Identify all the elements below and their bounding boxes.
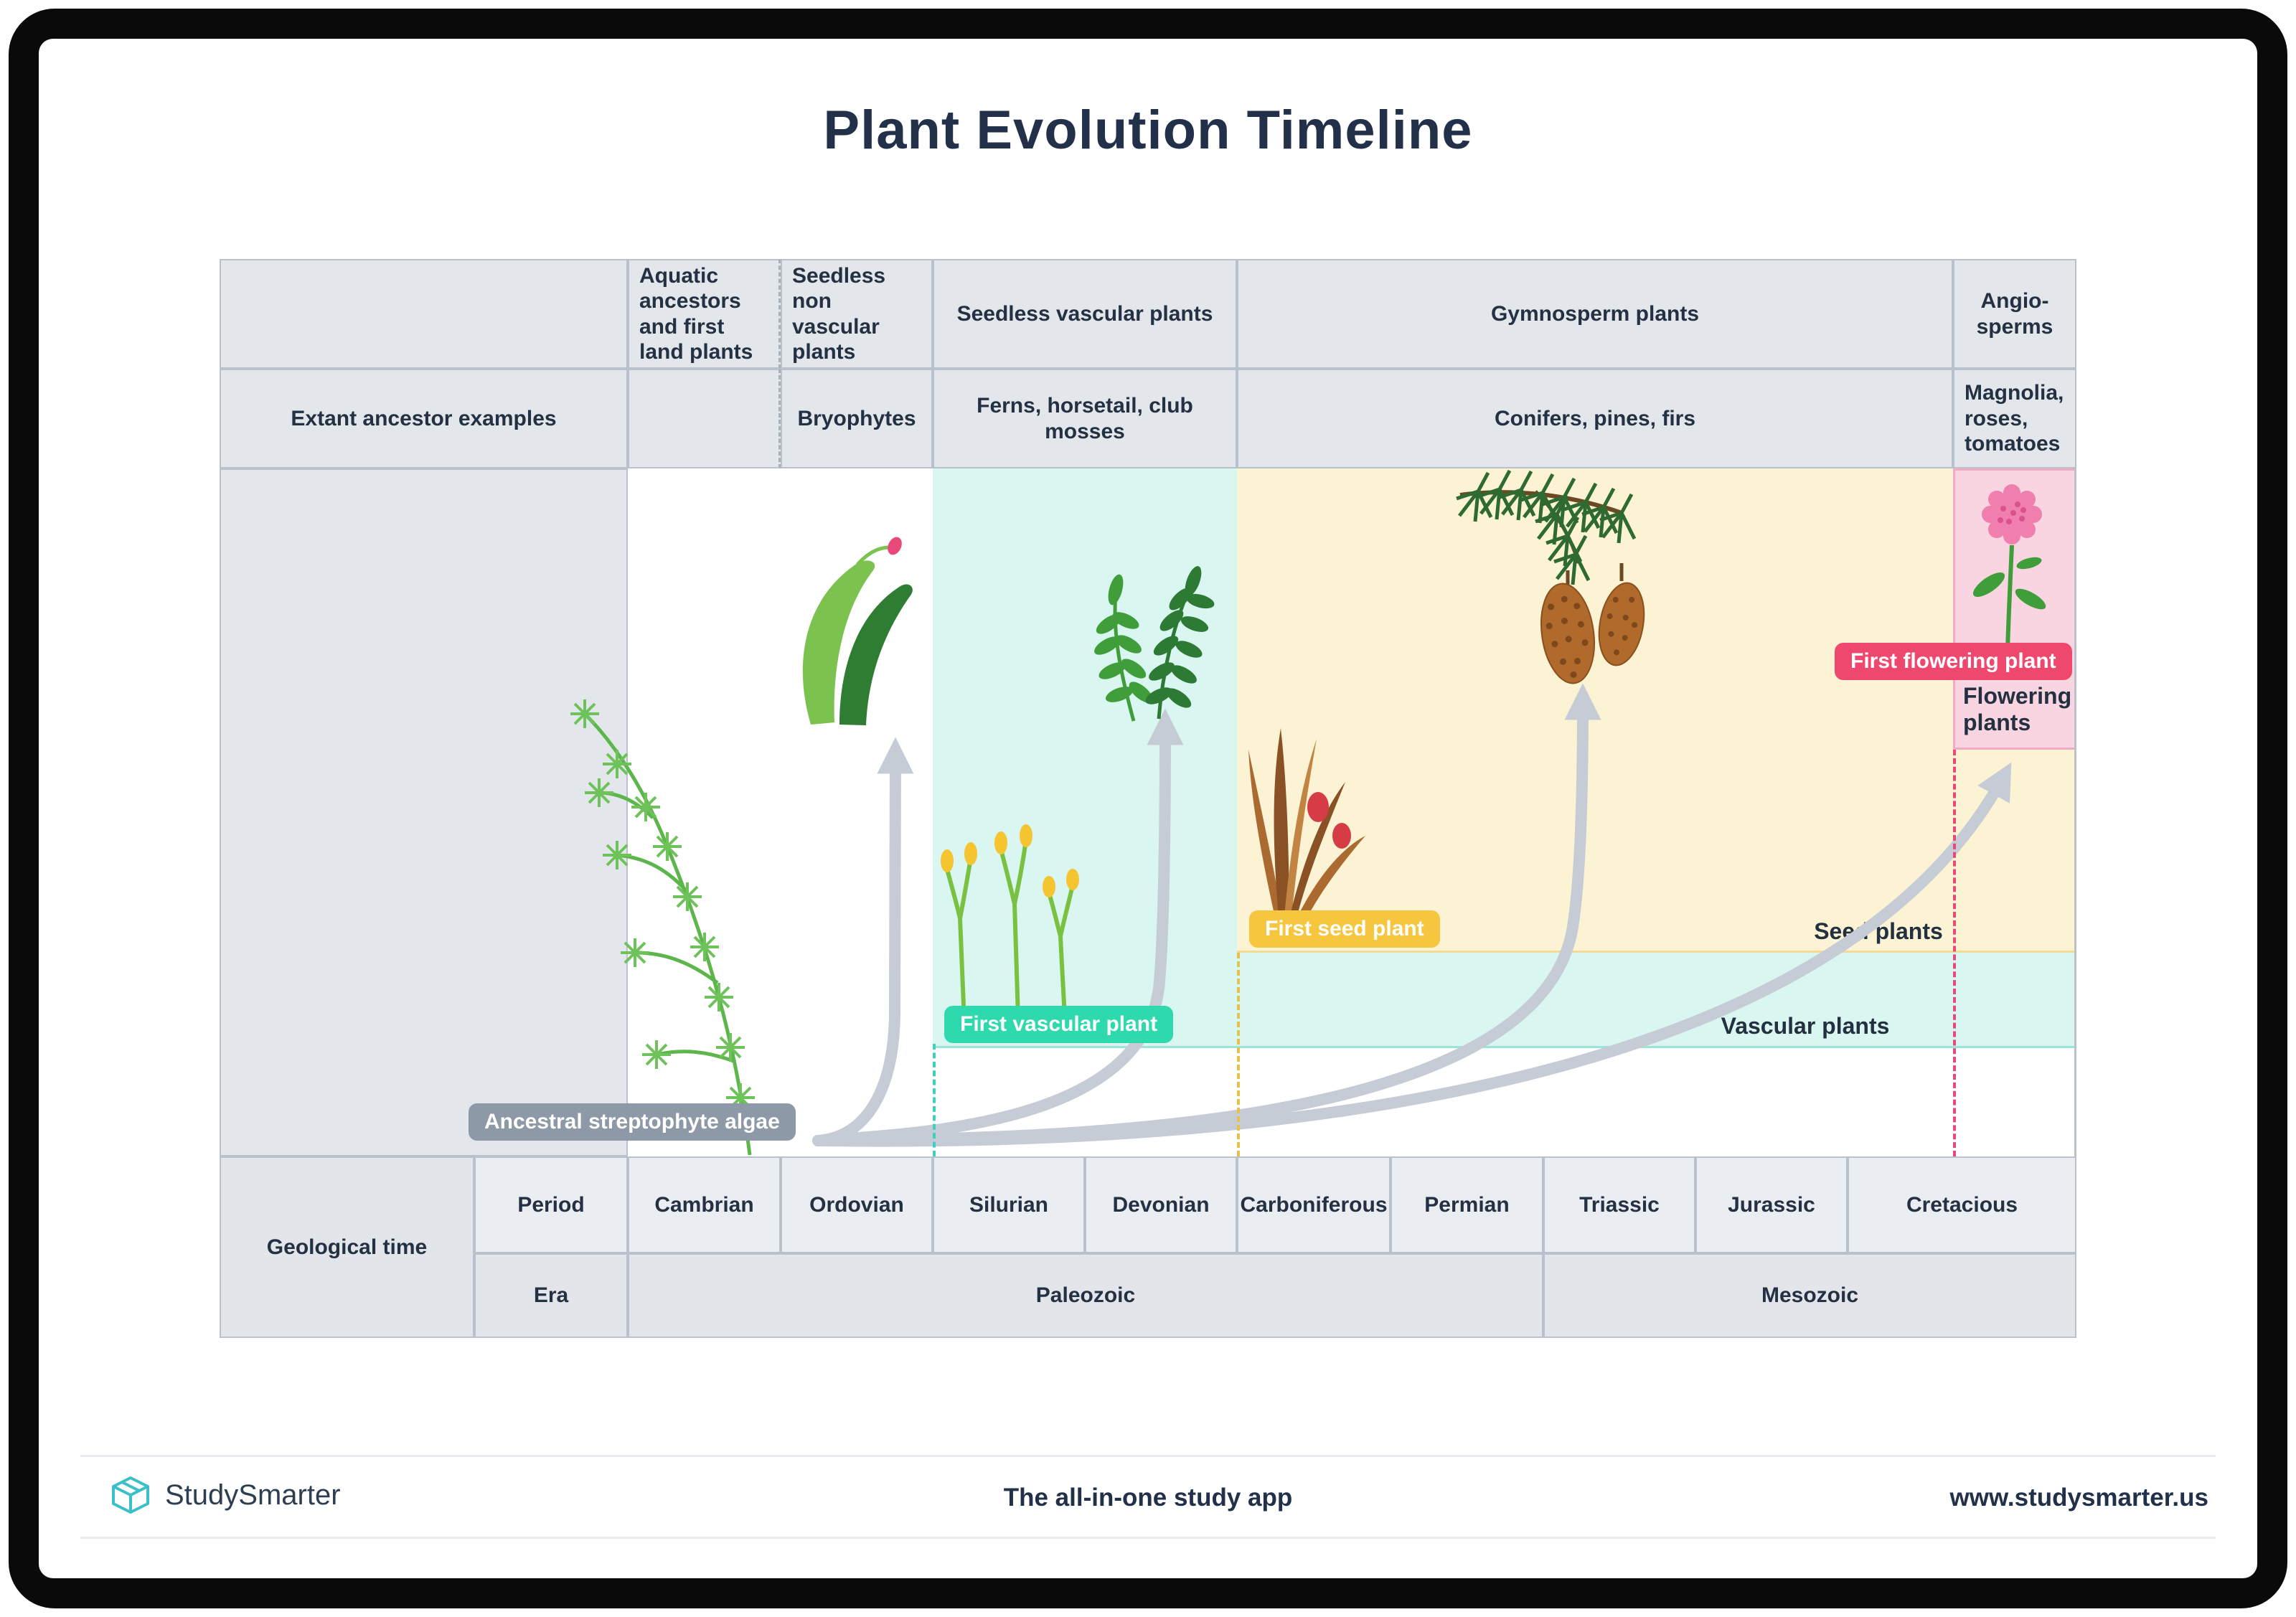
ancestor-conifers: Conifers, pines, firs	[1237, 369, 1953, 468]
footer-tagline: The all-in-one study app	[1003, 1484, 1293, 1512]
chart-gray-column	[220, 468, 628, 1156]
studysmarter-logo-icon	[112, 1476, 149, 1514]
period-label-cell: Period	[474, 1156, 628, 1253]
ancestor-row-label: Extant ancestor examples	[220, 369, 628, 468]
era-mesozoic: Mesozoic	[1543, 1253, 2076, 1338]
period-devonian: Devonian	[1085, 1156, 1237, 1253]
header-seedless-vascular: Seedless vascular plants	[933, 259, 1237, 369]
page-title: Plant Evolution Timeline	[823, 100, 1473, 161]
ancestor-aquatic-empty	[628, 369, 781, 468]
ancestor-ferns: Ferns, horsetail, club mosses	[933, 369, 1237, 468]
brand-name: StudySmarter	[165, 1479, 341, 1511]
footer-divider-top	[80, 1455, 2216, 1457]
period-triassic: Triassic	[1543, 1156, 1695, 1253]
era-paleozoic: Paleozoic	[628, 1253, 1543, 1338]
period-permian: Permian	[1391, 1156, 1543, 1253]
period-cretacious: Cretacious	[1848, 1156, 2076, 1253]
geological-time-cell: Geological time	[220, 1156, 474, 1338]
period-cambrian: Cambrian	[628, 1156, 781, 1253]
dashed-line-yellow	[1237, 953, 1240, 1156]
first-seed-plant-badge: First seed plant	[1249, 910, 1440, 948]
fern-illustration	[1094, 566, 1215, 722]
dashed-line-pink	[1953, 750, 1956, 1156]
era-label-cell: Era	[474, 1253, 628, 1338]
header-gymnosperm: Gymnosperm plants	[1237, 259, 1953, 369]
header-empty-cell	[220, 259, 628, 369]
algae-illustration	[569, 698, 756, 1155]
period-ordovian: Ordovian	[781, 1156, 933, 1253]
dashed-line-teal	[933, 1044, 936, 1156]
first-vascular-plant-illustration	[941, 824, 1079, 1040]
moss-illustration	[802, 537, 913, 725]
flowering-plant-illustration	[1972, 484, 2046, 650]
chart-right-edge	[2074, 468, 2076, 1156]
ancestor-bryophytes: Bryophytes	[781, 369, 933, 468]
footer-divider-bottom	[80, 1537, 2216, 1539]
period-silurian: Silurian	[933, 1156, 1085, 1253]
first-flowering-plant-badge: First flowering plant	[1835, 643, 2072, 680]
flowering-plants-label: Flowering plants	[1963, 683, 2072, 735]
header-angiosperms: Angio-sperms	[1953, 259, 2076, 369]
footer-url: www.studysmarter.us	[1949, 1484, 2209, 1512]
vascular-plants-label: Vascular plants	[1721, 1013, 1890, 1039]
period-jurassic: Jurassic	[1695, 1156, 1848, 1253]
conifer-illustration	[1449, 470, 1645, 684]
period-carboniferous: Carboniferous	[1237, 1156, 1391, 1253]
algae-badge: Ancestral streptophyte algae	[469, 1103, 796, 1141]
first-vascular-plant-badge: First vascular plant	[944, 1006, 1174, 1043]
header-aquatic: Aquatic ancestors and first land plants	[628, 259, 781, 369]
header-seedless-nonvascular: Seedless non vascular plants	[781, 259, 933, 369]
chart-white-region	[628, 468, 933, 1156]
ancestor-magnolia: Magnolia, roses, tomatoes	[1953, 369, 2076, 468]
